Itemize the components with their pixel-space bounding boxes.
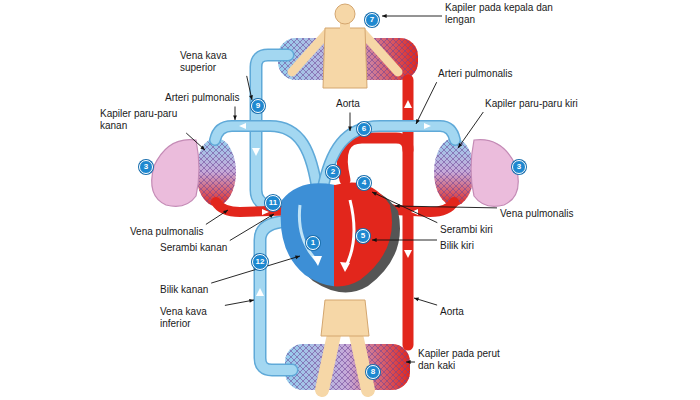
part-label: Kapiler paru-paru kiri <box>485 98 578 110</box>
upper-body-figure <box>292 4 398 88</box>
callout-number: 8 <box>366 365 380 379</box>
leader-line <box>372 240 437 241</box>
leader-arrowhead <box>414 298 419 302</box>
leader-arrowhead <box>223 210 228 214</box>
leader-arrowhead <box>269 214 274 218</box>
leader-line <box>230 214 274 241</box>
callout-number: 6 <box>357 122 371 136</box>
leader-line <box>414 298 437 305</box>
part-label: Kapiler pada kepala dan lengan <box>445 2 565 25</box>
leader-arrowhead <box>406 360 411 364</box>
part-label: Aorta <box>336 98 360 110</box>
callout-text: 12 <box>256 258 265 266</box>
leader-arrowhead <box>382 14 387 18</box>
leader-arrowhead <box>249 299 254 303</box>
leader-line <box>372 192 437 223</box>
callout-text: 4 <box>362 179 366 187</box>
leader-line <box>395 206 497 208</box>
part-label: Bilik kanan <box>160 284 208 296</box>
part-label: Serambi kanan <box>160 242 227 254</box>
vessels <box>215 55 455 370</box>
callout-number: 3 <box>139 160 153 174</box>
part-label: Aorta <box>440 306 464 318</box>
part-label: Vena pulmonalis <box>130 226 203 238</box>
part-label: Kapiler pada perut dan kaki <box>418 348 514 371</box>
callout-text: 6 <box>362 125 366 133</box>
leader-line <box>206 210 228 224</box>
callout-number: 3 <box>512 160 526 174</box>
heart <box>281 183 400 293</box>
part-label: Arteri pulmonalis <box>438 68 512 80</box>
leader-arrowhead <box>348 126 352 131</box>
callout-number: 4 <box>357 176 371 190</box>
callout-number: 2 <box>326 165 340 179</box>
part-label: Arteri pulmonalis <box>165 92 239 104</box>
part-label: Bilik kiri <box>440 240 474 252</box>
callout-text: 5 <box>361 232 365 240</box>
leader-arrowhead <box>416 119 420 124</box>
callout-number: 12 <box>252 254 268 270</box>
leader-arrowhead <box>372 238 377 242</box>
leader-line <box>247 76 252 100</box>
flow-arrows <box>239 100 431 296</box>
callout-number: 1 <box>306 236 320 250</box>
callout-number: 9 <box>251 99 265 113</box>
capillary-bed-bottom <box>285 344 410 390</box>
leader-arrowhead <box>372 192 377 196</box>
part-label: Vena kava inferior <box>160 306 222 329</box>
callout-text: 2 <box>331 168 335 176</box>
lower-body-figure <box>321 300 369 390</box>
leader-line <box>186 133 205 150</box>
leader-line <box>382 16 442 17</box>
callout-text: 1 <box>311 239 315 247</box>
leader-arrowhead <box>295 256 300 260</box>
leader-line <box>416 82 437 124</box>
callout-text: 3 <box>144 163 148 171</box>
leader-arrowhead <box>233 115 237 120</box>
leader-arrowhead <box>200 146 205 151</box>
callout-text: 7 <box>370 16 374 24</box>
callout-text: 9 <box>256 102 260 110</box>
callout-text: 8 <box>371 368 375 376</box>
part-label: Serambi kiri <box>440 224 493 236</box>
leader-line <box>458 112 483 148</box>
leader-arrowhead <box>458 143 462 148</box>
callout-number: 5 <box>356 229 370 243</box>
part-label: Vena pulmonalis <box>500 208 573 220</box>
part-label: Vena kava superior <box>180 50 246 73</box>
callout-number: 11 <box>265 195 281 211</box>
callout-text: 11 <box>269 199 277 207</box>
callout-number: 7 <box>365 13 379 27</box>
leader-line <box>211 256 300 283</box>
part-label: Kapiler paru-paru kanan <box>100 108 184 131</box>
leader-arrowhead <box>249 95 253 100</box>
callout-text: 3 <box>517 163 521 171</box>
